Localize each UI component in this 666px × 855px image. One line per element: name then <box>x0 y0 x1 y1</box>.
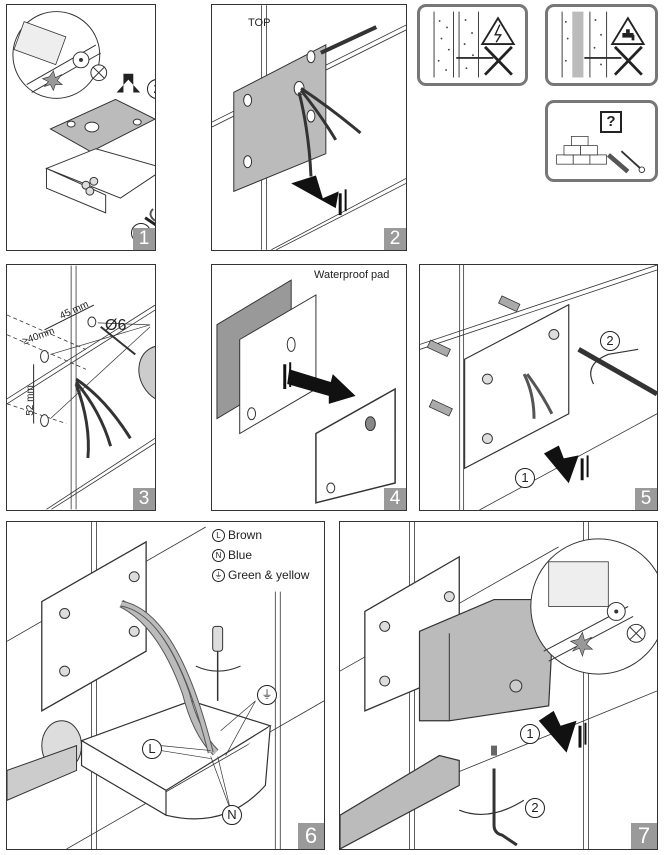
step-7-illustration <box>340 522 657 849</box>
terminal-n-marker: N <box>222 805 242 825</box>
wall-plug-screw-icon <box>606 150 646 174</box>
neutral-symbol: N <box>212 548 225 562</box>
step-number: 2 <box>384 228 406 250</box>
legend-green-yellow: ⏚Green & yellow <box>212 565 309 585</box>
step-6-illustration <box>7 522 324 849</box>
callout-2: 2 <box>525 798 545 818</box>
water-tap-icon <box>610 16 646 45</box>
callout-2: 2 <box>600 331 620 351</box>
warning-water-pipes <box>545 4 658 86</box>
step-number: 7 <box>631 823 657 849</box>
dimension-vertical: 52 mm <box>24 385 36 416</box>
callout-1: 1 <box>515 468 535 488</box>
step-number: 6 <box>298 823 324 849</box>
live-symbol: L <box>212 528 225 542</box>
terminal-earth-marker: ⏚ <box>257 685 277 705</box>
step-3-illustration <box>7 265 155 510</box>
warning-electric-cables <box>417 4 528 86</box>
drill-diameter: Ø6 <box>105 317 127 334</box>
step-1-illustration <box>12 11 155 227</box>
step-5-illustration <box>420 265 657 510</box>
top-label: TOP <box>248 17 271 29</box>
step-2-panel: TOP 2 <box>211 4 407 251</box>
prohibited-cross-icon <box>484 45 513 76</box>
high-voltage-icon <box>480 16 516 45</box>
step-2-illustration <box>212 5 406 250</box>
warning-check-wall-fixings: ? <box>545 100 658 182</box>
step-number: 3 <box>133 488 155 510</box>
step-5-panel: 2 1 5 <box>419 264 658 511</box>
waterproof-pad-label: Waterproof pad <box>314 269 390 281</box>
prohibited-cross-icon <box>613 45 643 76</box>
step-4-illustration <box>216 279 396 504</box>
step-4-panel: Waterproof pad 4 <box>211 264 407 511</box>
step-3-panel: 45 mm ≥40mm 52 mm Ø6 3 <box>6 264 156 511</box>
brick-wall-icon <box>556 135 607 165</box>
step-number: 1 <box>133 228 155 250</box>
callout-1: 1 <box>520 724 540 744</box>
terminal-l-marker: L <box>142 739 162 759</box>
earth-symbol: ⏚ <box>212 568 225 582</box>
question-icon: ? <box>600 111 622 133</box>
step-1-panel: 2 1 1 <box>6 4 156 251</box>
step-number: 4 <box>384 488 406 510</box>
step-7-panel: 1 2 7 <box>339 521 658 850</box>
step-number: 5 <box>635 488 657 510</box>
